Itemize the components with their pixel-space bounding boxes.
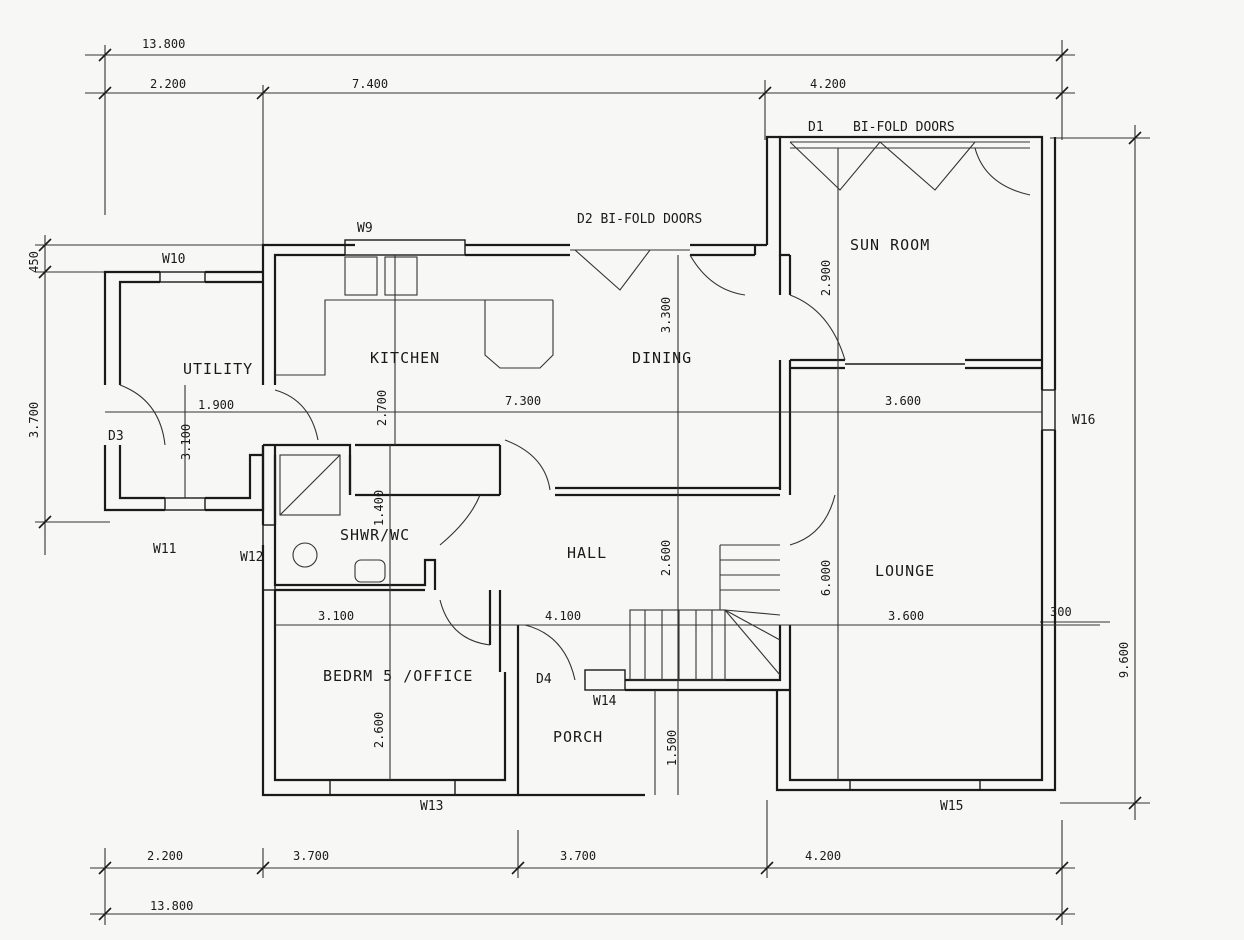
bottom-dimension-lines	[90, 800, 1075, 925]
dim-sun-room-depth: 2.900	[819, 260, 833, 296]
room-lounge: LOUNGE	[875, 562, 935, 580]
bottom-dim-4: 4.200	[805, 849, 841, 863]
dim-utility-width: 1.900	[198, 398, 234, 412]
left-dimension-lines	[35, 235, 270, 555]
label-d2-bifold: D2 BI-FOLD DOORS	[577, 212, 702, 227]
label-w9: W9	[357, 221, 373, 236]
label-d4: D4	[536, 672, 552, 687]
label-w14: W14	[593, 694, 617, 709]
dim-lounge-depth: 6.000	[819, 560, 833, 596]
top-dim-1: 2.200	[150, 77, 186, 91]
dim-hall-width: 4.100	[545, 609, 581, 623]
dim-kitchen-dining-width: 7.300	[505, 394, 541, 408]
label-w10: W10	[162, 252, 185, 267]
label-w13: W13	[420, 799, 443, 814]
left-dim-450: 450	[27, 251, 41, 273]
top-dim-3: 4.200	[810, 77, 846, 91]
room-shower-wc: SHWR/WC	[340, 526, 410, 544]
room-dining: DINING	[632, 349, 692, 367]
dim-dining-depth: 3.300	[659, 297, 673, 333]
room-hall: HALL	[567, 544, 607, 562]
bottom-dim-2: 3.700	[293, 849, 329, 863]
label-w16: W16	[1072, 413, 1095, 428]
right-dimension-lines	[1040, 125, 1150, 820]
dim-utility-depth: 3.100	[179, 424, 193, 460]
top-dimension-lines	[85, 40, 1075, 245]
door-swings	[119, 147, 1031, 681]
dim-lounge-width-mid: 3.600	[888, 609, 924, 623]
kitchen-units	[275, 256, 554, 376]
shower-fixtures	[279, 454, 386, 583]
dim-bedroom-width: 3.100	[318, 609, 354, 623]
bottom-overall-dim: 13.800	[150, 899, 193, 913]
dim-lounge-width-top: 3.600	[885, 394, 921, 408]
staircase	[629, 544, 781, 681]
bottom-dim-3: 3.700	[560, 849, 596, 863]
top-dim-2: 7.400	[352, 77, 388, 91]
room-porch: PORCH	[553, 728, 603, 746]
left-dim-3700: 3.700	[27, 402, 41, 438]
windows	[159, 239, 1056, 796]
right-dim-9600: 9.600	[1117, 642, 1131, 678]
label-d1-bifold: BI-FOLD DOORS	[853, 120, 955, 135]
internal-dimension-lines	[105, 148, 1100, 795]
dim-hall-depth: 2.600	[659, 540, 673, 576]
label-w15: W15	[940, 799, 963, 814]
dim-kitchen-depth: 2.700	[375, 390, 389, 426]
dim-wall-300: 300	[1050, 605, 1072, 619]
label-w11: W11	[153, 542, 176, 557]
label-d3: D3	[108, 429, 124, 444]
room-utility: UTILITY	[183, 360, 253, 378]
dim-porch-depth: 1.500	[665, 730, 679, 766]
room-kitchen: KITCHEN	[370, 349, 440, 367]
top-overall-dim: 13.800	[142, 37, 185, 51]
room-sun-room: SUN ROOM	[850, 236, 930, 254]
room-bedroom5-office: BEDRM 5 /OFFICE	[323, 667, 473, 685]
bottom-dim-1: 2.200	[147, 849, 183, 863]
dim-shower-depth: 1.400	[372, 490, 386, 526]
label-w12: W12	[240, 550, 263, 565]
label-d1: D1	[808, 120, 824, 135]
dim-bedroom-depth: 2.600	[372, 712, 386, 748]
bifold-doors	[570, 141, 1030, 291]
